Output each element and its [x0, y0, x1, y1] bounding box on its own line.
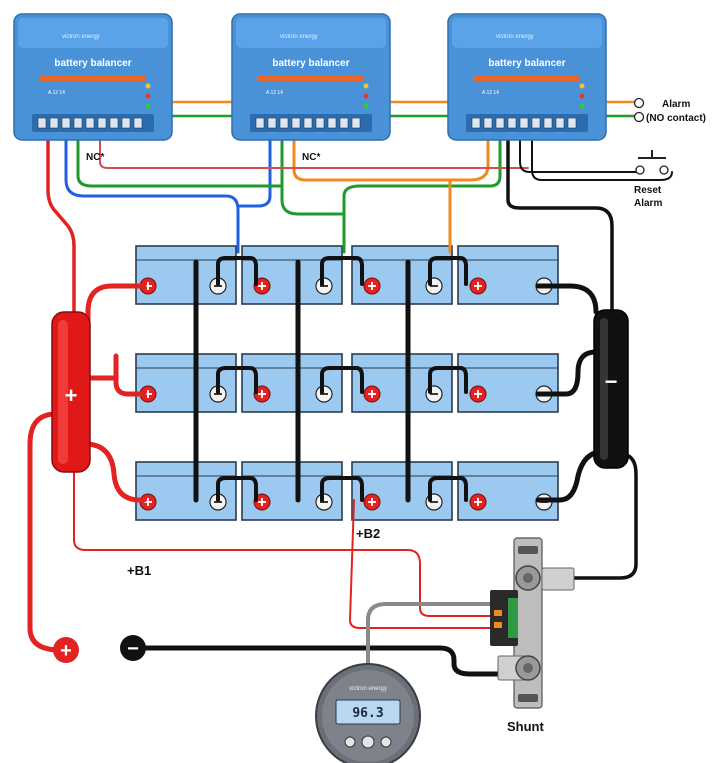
blue-wire-1	[64, 138, 240, 254]
battery-positive-terminal	[363, 493, 381, 511]
battery-positive-terminal	[363, 277, 381, 295]
link-row1-c	[428, 256, 468, 286]
balancer-model: A 12 14	[48, 90, 65, 96]
battery	[457, 245, 559, 305]
red-wire-row3	[85, 441, 147, 503]
red-wire-b1	[73, 469, 499, 617]
link-row3-a	[216, 476, 258, 502]
red-wire-balancer1	[46, 138, 76, 314]
green-wire-1	[76, 138, 284, 188]
main-negative-terminal: −	[120, 635, 146, 661]
battery	[135, 245, 237, 305]
battery	[351, 245, 453, 305]
battery-balancer-unit: victron energy battery balancer A 12 14	[231, 13, 391, 141]
link-row1-a	[216, 256, 258, 286]
red-wire-row2	[85, 353, 147, 397]
negative-busbar: −	[593, 309, 629, 469]
main-positive-terminal: +	[53, 637, 79, 663]
battery-monitor: victron energy 96.3	[315, 663, 421, 763]
nc-label-2: NC*	[302, 152, 320, 163]
alarm-label: Alarm	[662, 99, 690, 110]
battery	[457, 353, 559, 413]
green-wire-2	[280, 184, 346, 254]
alarm-contact-label: (NO contact)	[646, 113, 706, 124]
link-row1-b	[320, 256, 364, 286]
balancer-title: battery balancer	[272, 58, 349, 69]
reset-alarm-switch: Reset Alarm	[634, 150, 669, 209]
green-wire-3	[342, 138, 502, 216]
link-row2-c	[428, 366, 468, 394]
reset-label-line2: Alarm	[634, 198, 662, 209]
battery	[135, 353, 237, 413]
balancer-title: battery balancer	[488, 58, 565, 69]
balancer-title: battery balancer	[54, 58, 131, 69]
link-row3-b	[320, 476, 364, 502]
negative-busbar-sign: −	[605, 369, 618, 394]
shunt: Shunt	[490, 537, 575, 734]
battery-interconnect-wires	[193, 256, 468, 503]
shunt-label: Shunt	[507, 719, 544, 734]
reset-wire-1	[519, 139, 641, 173]
positive-busbar-sign: +	[65, 383, 78, 408]
battery-balancer-unit: victron energy battery balancer A 12 14	[13, 13, 173, 141]
blue-wire-2	[236, 138, 272, 208]
b2-label: +B2	[356, 526, 380, 541]
battery	[351, 461, 453, 521]
battery-positive-terminal	[363, 385, 381, 403]
balancer-model: A 12 14	[482, 90, 499, 96]
battery	[351, 353, 453, 413]
battery-bank	[135, 245, 559, 521]
link-row2-b	[320, 366, 364, 394]
battery-positive-terminal	[469, 385, 487, 403]
black-wire-row3	[535, 449, 605, 503]
black-wire-balancer3	[506, 138, 614, 314]
main-power-wires	[27, 138, 638, 692]
balancer-brand: victron energy	[496, 34, 534, 40]
battery-positive-terminal	[469, 277, 487, 295]
red-wire-b2	[349, 499, 499, 629]
b1-label: +B1	[127, 563, 151, 578]
battery	[241, 245, 343, 305]
red-wire-main	[27, 411, 63, 653]
black-wire-shunt	[572, 452, 638, 580]
main-negative-terminal-sign: −	[127, 638, 139, 660]
main-positive-terminal-sign: +	[60, 640, 72, 662]
balancer-brand: victron energy	[280, 34, 318, 40]
battery	[457, 461, 559, 521]
battery	[241, 461, 343, 521]
orange-wire-1	[292, 138, 490, 182]
link-row2-a	[216, 366, 258, 394]
positive-busbar: +	[51, 311, 91, 473]
monitor-brand: victron energy	[349, 686, 387, 692]
black-wire-load	[143, 645, 501, 677]
battery-positive-terminal	[469, 493, 487, 511]
alarm-contact: Alarm (NO contact)	[633, 97, 706, 124]
balancer-brand: victron energy	[62, 34, 100, 40]
monitor-reading: 96.3	[352, 706, 383, 721]
nc-wire	[99, 139, 529, 169]
nc-label-1: NC*	[86, 152, 104, 163]
black-wire-row2	[535, 349, 599, 397]
grey-monitor-cable	[366, 602, 498, 692]
balancer-model: A 12 14	[266, 90, 283, 96]
black-wire-row1	[535, 283, 599, 315]
link-row3-c	[428, 476, 468, 502]
battery-balancer-unit: victron energy battery balancer A 12 14	[447, 13, 607, 141]
red-wire-row1	[85, 283, 147, 333]
battery	[135, 461, 237, 521]
reset-label-line1: Reset	[634, 185, 662, 196]
reset-wire-2	[531, 139, 673, 181]
